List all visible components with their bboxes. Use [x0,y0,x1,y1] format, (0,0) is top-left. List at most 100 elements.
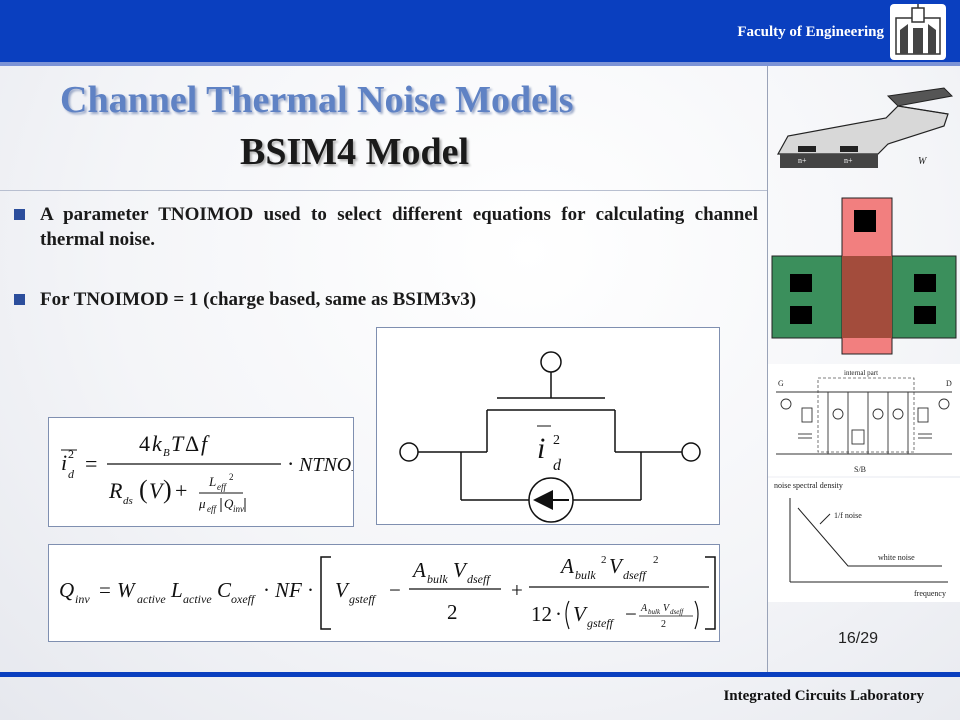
noise-model-schematic-icon: G D S/B internal part [768,364,960,476]
plot-flicker-label: 1/f noise [834,511,862,520]
svg-text:·: · [263,578,270,602]
svg-text:d: d [68,467,75,481]
bullet-item: A parameter TNOIMOD used to select diffe… [14,202,758,252]
plot-y-label: noise spectral density [774,481,843,490]
svg-text:bulk: bulk [575,568,596,582]
svg-text:k: k [152,431,163,456]
mosfet-3d-structure-icon: n+ n+ W [768,66,960,188]
svg-text:dseff: dseff [670,608,684,616]
svg-text:V: V [335,578,350,602]
svg-text:2: 2 [447,600,458,624]
svg-text:B: B [163,447,170,459]
svg-text:n+: n+ [798,156,807,165]
noise-current-superscript: 2 [553,433,560,448]
svg-text:n+: n+ [844,156,853,165]
svg-text:2: 2 [601,554,607,566]
svg-text:·: · [555,602,562,626]
noise-current-equation: i 2 d = 4 k B T Δ f R ds ( V ) + L eff 2… [48,417,359,527]
svg-text:2: 2 [653,554,659,566]
page-number: 16/29 [838,630,879,647]
svg-text:2: 2 [68,447,74,461]
svg-text:Q: Q [224,496,234,511]
svg-text:i: i [61,450,67,475]
svg-text:eff: eff [217,482,227,492]
svg-text:W: W [117,578,137,602]
svg-text:A: A [411,558,426,582]
institution-name: Faculty of Engineering [737,24,884,40]
svg-text:R: R [108,478,123,503]
inversion-charge-equation: Q inv = W active L active C oxeff · NF ·… [48,544,720,642]
plot-x-label: frequency [914,589,946,598]
svg-text:f: f [201,431,210,456]
svg-text:·: · [287,451,294,476]
svg-text:(: ( [139,475,148,504]
svg-text:T: T [171,431,185,456]
slide-title: Channel Thermal Noise Models [60,79,574,121]
svg-text:2: 2 [661,619,666,630]
bullet-item: For TNOIMOD = 1 (charge based, same as B… [14,287,758,312]
svg-text:V: V [149,478,165,503]
noise-spectral-density-plot: noise spectral density frequency 1/f noi… [768,478,960,602]
bullet-text: A parameter TNOIMOD used to select diffe… [40,204,758,250]
svg-text:bulk: bulk [648,608,661,616]
svg-text:L: L [208,474,216,489]
side-panel-divider [767,66,768,674]
svg-text:V: V [663,603,671,614]
header-bar [0,0,960,62]
svg-text:+: + [175,478,187,503]
svg-text:active: active [183,592,212,606]
svg-text:bulk: bulk [427,572,448,586]
svg-text:Δ: Δ [185,431,199,456]
svg-text:dseff: dseff [623,568,647,582]
bullet-square-icon [14,209,25,220]
svg-text:−: − [625,602,637,626]
schematic-label-sb: S/B [854,465,866,474]
svg-text:=: = [99,578,111,602]
svg-text:2: 2 [229,472,234,482]
svg-text:oxeff: oxeff [231,592,256,606]
svg-text:inv: inv [233,504,244,514]
svg-text:A: A [559,554,574,578]
svg-text:NTNOI: NTNOI [298,454,353,476]
svg-text:gsteff: gsteff [349,592,377,606]
svg-text:C: C [217,578,232,602]
university-crest-icon [890,4,946,60]
svg-text:+: + [511,578,523,602]
schematic-label-g: G [778,379,784,388]
svg-text:L: L [170,578,183,602]
svg-text:A: A [640,603,648,614]
noise-current-label: i [537,432,545,465]
svg-text:V: V [453,558,468,582]
svg-text:): ) [163,475,172,504]
svg-text:eff: eff [207,504,217,514]
svg-text:=: = [85,451,97,476]
header-divider [0,62,960,66]
svg-text:dseff: dseff [467,572,491,586]
svg-text:NF: NF [274,578,302,602]
svg-text:active: active [137,592,166,606]
svg-text:ds: ds [123,495,133,507]
svg-text:V: V [609,554,624,578]
mosfet-layout-icon [768,190,960,360]
svg-text:inv: inv [75,592,90,606]
plot-white-label: white noise [878,553,915,562]
bullet-text: For TNOIMOD = 1 (charge based, same as B… [40,289,477,310]
bullet-square-icon [14,294,25,305]
noise-current-subscript: d [553,457,562,474]
svg-text:12: 12 [531,602,552,626]
svg-text:·: · [307,578,314,602]
slide-subtitle: BSIM4 Model [240,131,470,173]
svg-text:W: W [918,156,928,167]
footer-bar [0,672,960,677]
schematic-title: internal part [844,369,878,377]
title-divider [0,190,768,191]
lab-name: Integrated Circuits Laboratory [723,688,924,704]
noise-source-circuit: i 2 d [376,327,720,525]
svg-text:Q: Q [59,578,74,602]
svg-text:−: − [389,578,401,602]
svg-text:gsteff: gsteff [587,616,615,630]
schematic-label-d: D [946,379,952,388]
svg-text:μ: μ [198,496,206,511]
svg-text:4: 4 [139,431,150,456]
svg-text:V: V [573,602,588,626]
